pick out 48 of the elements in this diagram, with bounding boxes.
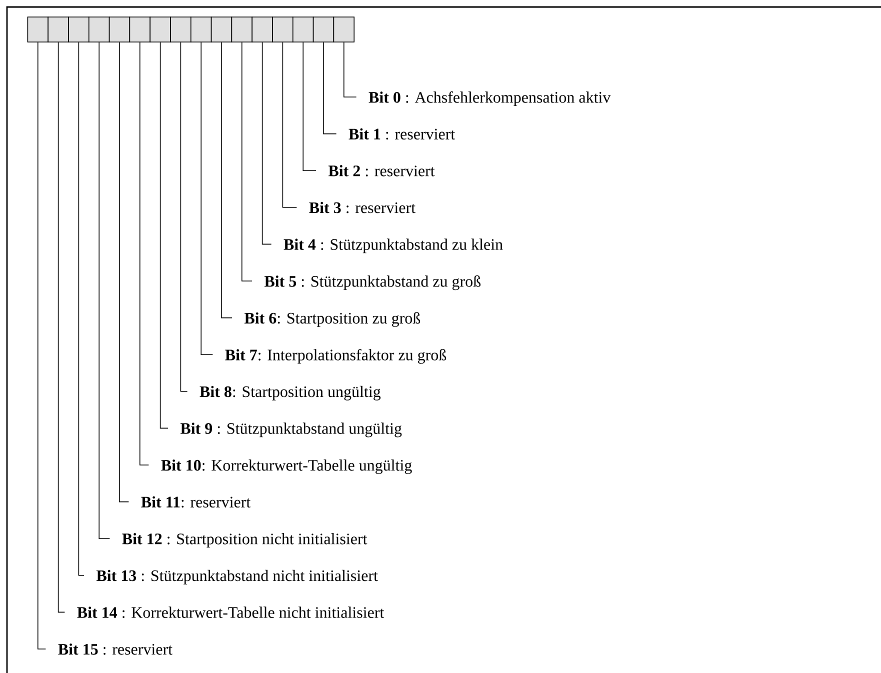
bit-description: Bit 6: Startposition zu groß [244, 312, 420, 327]
bit-description: Bit 1 : reserviert [348, 128, 456, 140]
bit-description: Bit 3 : reserviert [309, 202, 416, 214]
bit-cell [312, 16, 334, 42]
leader-line [302, 42, 316, 171]
bit-cell [68, 16, 90, 42]
bit-description: Bit 9 : Stützpunktabstand ungültig [180, 422, 402, 438]
bit-description: Bit 5 : Stützpunktabstand zu groß [264, 275, 481, 290]
bit-description: Bit 13 : Stützpunktabstand nicht initialisiert [96, 570, 378, 584]
leader-line [262, 42, 272, 245]
bit-cell [292, 16, 314, 42]
leader-line [344, 42, 357, 98]
bit-cell [108, 16, 130, 42]
leader-line [200, 42, 214, 355]
leader-line [58, 42, 66, 613]
bit-description: Bit 2 : reserviert [328, 165, 435, 176]
bit-description: Bit 12 : Startposition nicht initialisiert [122, 533, 368, 548]
leader-line [38, 42, 46, 650]
bit-cell [231, 16, 252, 42]
bit-cell [333, 16, 354, 42]
leader-line [119, 42, 130, 502]
leader-line [98, 42, 110, 539]
bit-cell [48, 16, 69, 42]
bit-description: Bit 11: reserviert [141, 496, 251, 508]
bit-cell [88, 16, 110, 42]
leader-line [323, 42, 337, 134]
leader-line [78, 42, 84, 576]
bit-cell [272, 16, 294, 42]
leader-line [221, 42, 232, 318]
bit-description: Bit 14 : Korrekturwert-Tabelle nicht initialisiert [77, 606, 384, 618]
bit-description: Bit 8: Startposition ungültig [200, 386, 381, 400]
bit-cell [170, 16, 192, 42]
bit-cell [190, 16, 212, 42]
bit-cell [252, 16, 273, 42]
leader-line [242, 42, 252, 282]
bit-description: Bit 15 : reserviert [58, 643, 172, 655]
bit-description: Bit 7: Interpolationsfaktor zu groß [225, 348, 446, 364]
leader-line [160, 42, 168, 429]
bit-cell [150, 16, 171, 42]
bit-description: Bit 4 : Stützpunktabstand zu klein [284, 238, 503, 254]
bit-description: Bit 0 : Achsfehlerkompensation aktiv [368, 91, 611, 106]
bit-description: Bit 10: Korrekturwert-Tabelle ungültig [161, 459, 412, 474]
leader-line [140, 42, 150, 466]
leader-line [180, 42, 188, 392]
bit-cell [210, 16, 232, 42]
leader-line [282, 42, 298, 208]
bit-cell [129, 16, 150, 42]
bit-cell [27, 16, 48, 42]
